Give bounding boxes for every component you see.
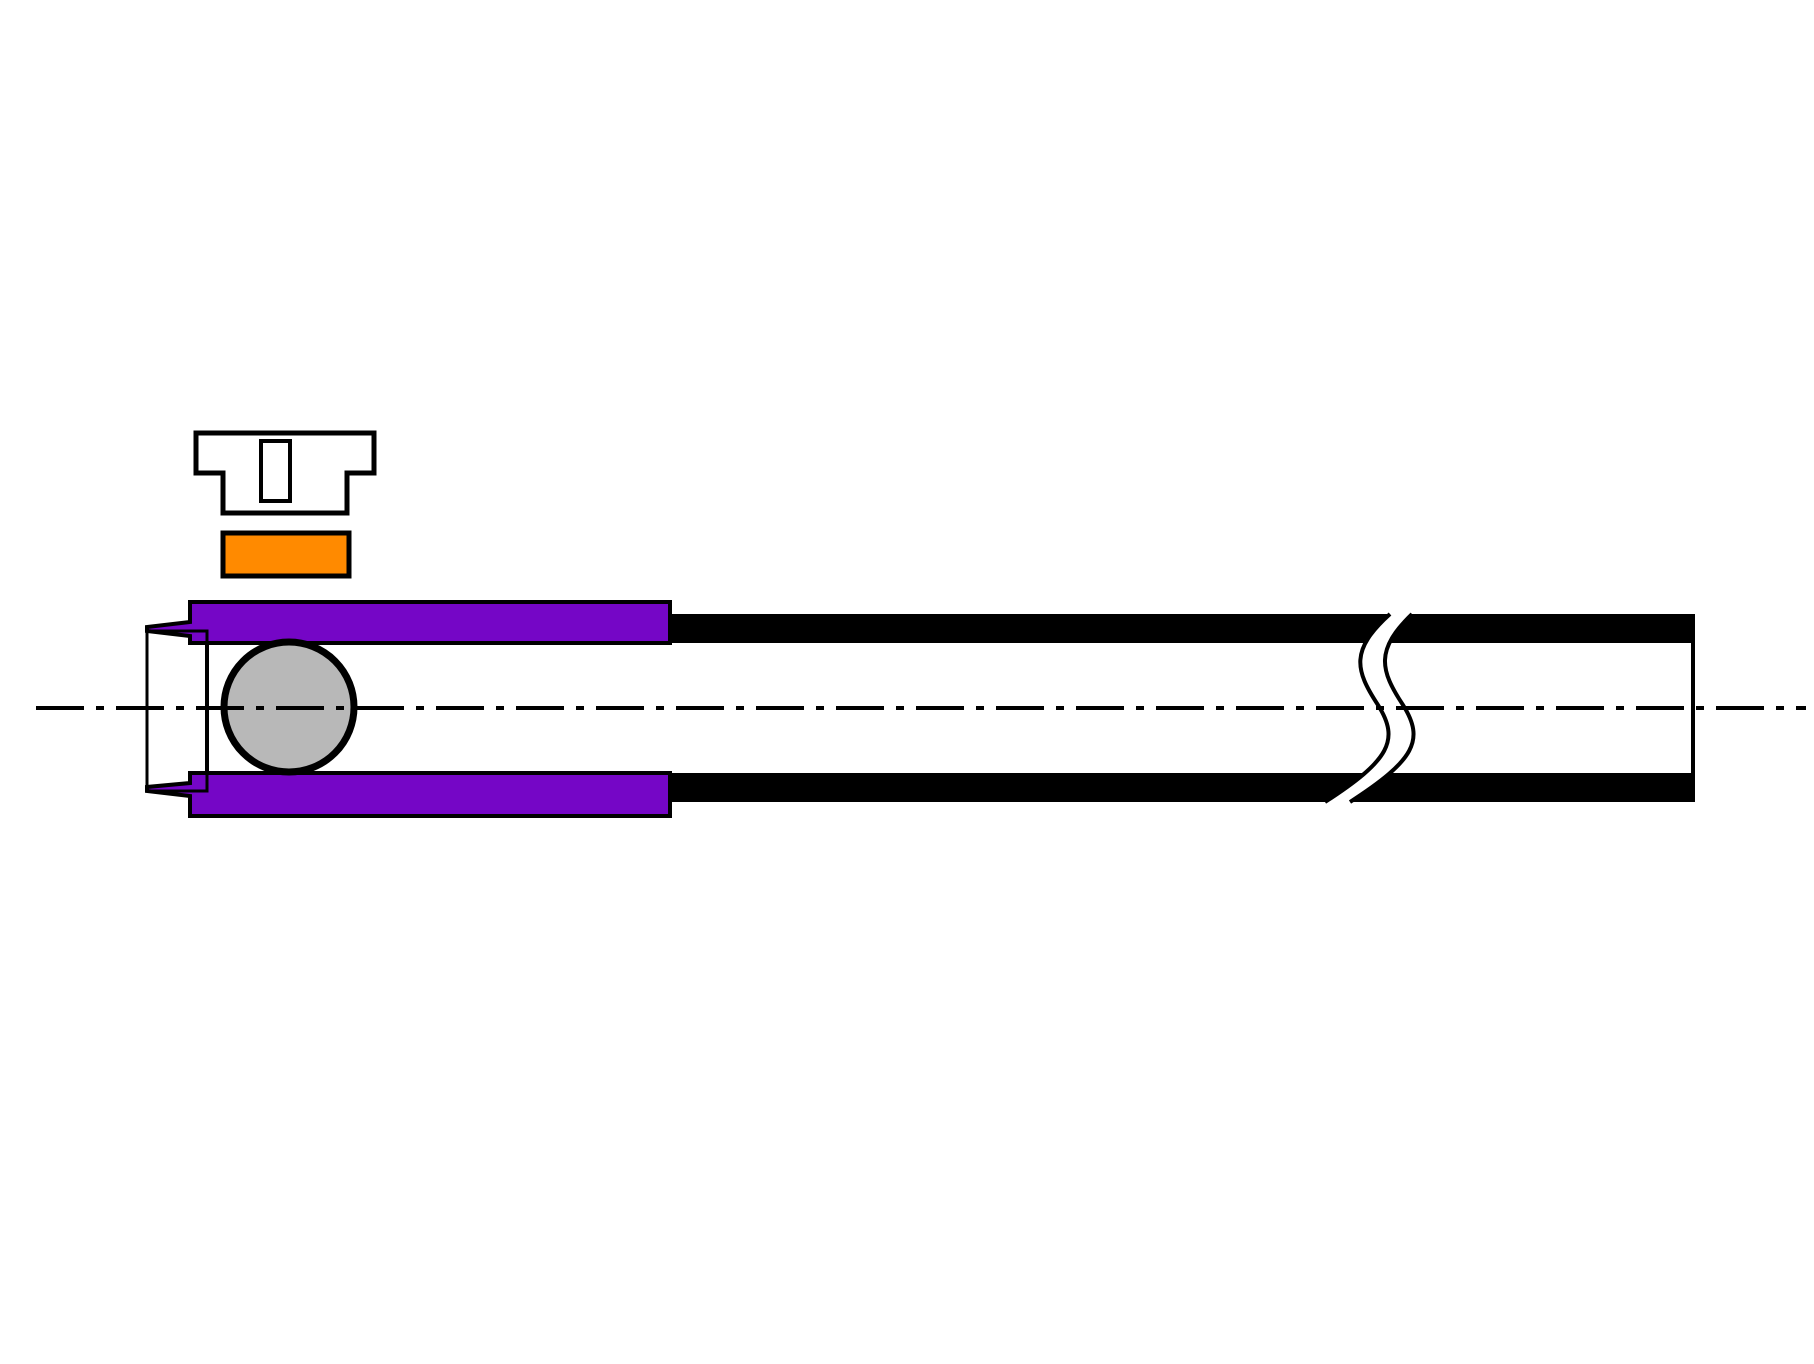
tube-top-wall-right: [1388, 614, 1693, 643]
tube-bottom-wall-left: [670, 773, 1364, 802]
tube-bottom-wall-right: [1350, 773, 1693, 802]
tube-top-wall-left: [670, 614, 1390, 643]
sleeve: [145, 600, 672, 818]
break-curve-b: [1348, 612, 1416, 804]
sleeve-bore-opening: [145, 629, 209, 793]
cap: [193, 430, 377, 516]
pad: [220, 530, 352, 579]
sleeve-top: [145, 600, 672, 645]
break-curve-a: [1323, 612, 1392, 804]
tube: [670, 614, 1695, 802]
break-line: [1323, 612, 1416, 804]
cap-slot: [259, 439, 292, 503]
sleeve-bottom: [145, 771, 672, 818]
